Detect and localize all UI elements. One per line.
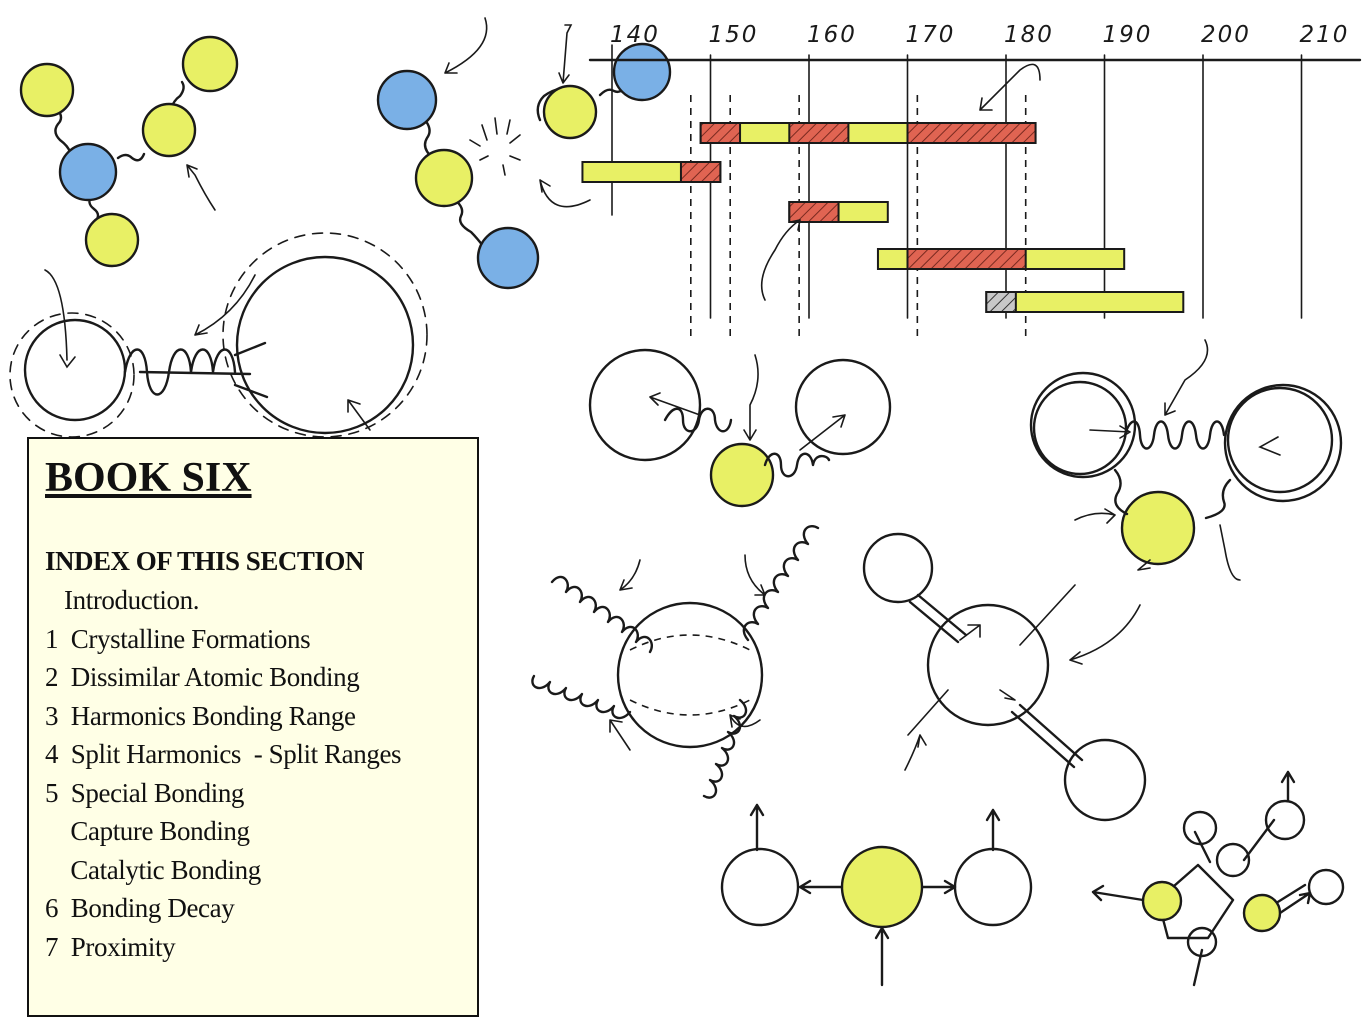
chart-tick-label: 170 — [906, 22, 956, 48]
index-item-special-bonding[interactable]: 5 Special Bonding — [45, 777, 245, 808]
chart-bar-overlap — [906, 248, 1027, 270]
molecule-chain-top-middle — [376, 17, 672, 290]
index-item-crystalline-formations[interactable]: 1 Crystalline Formations — [45, 623, 311, 654]
atom-lime — [1141, 880, 1183, 922]
atom-lime — [840, 845, 924, 929]
chart-tick-label: 160 — [807, 22, 857, 48]
chart-tick-label: 150 — [709, 22, 759, 48]
index-item-split-harmonics[interactable]: 4 Split Harmonics - Split Ranges — [45, 739, 402, 769]
spring-bond-triad-center — [588, 348, 892, 508]
stick-bond-molecule — [862, 532, 1147, 822]
atom-lime — [542, 84, 598, 140]
atom-lime — [709, 442, 775, 508]
index-item-proximity[interactable]: 7 Proximity — [45, 931, 176, 962]
index-item-dissimilar-atomic-bonding[interactable]: 2 Dissimilar Atomic Bonding — [45, 662, 360, 692]
index-item-capture-bonding[interactable]: Capture Bonding — [45, 816, 250, 846]
index-item-catalytic-bonding[interactable]: Catalytic Bonding — [45, 854, 261, 885]
atom-lime — [84, 212, 140, 268]
four-spring-atom — [531, 525, 820, 799]
chart-bar-overlap — [788, 122, 850, 144]
molecule-cluster-top-left — [19, 35, 239, 268]
chart-tick-label: 140 — [610, 22, 660, 48]
chart-tick-label: 190 — [1103, 22, 1153, 48]
index-item-introduction[interactable]: Introduction. — [45, 585, 200, 615]
chart-tick-label: 210 — [1300, 22, 1350, 48]
atom-lime — [414, 148, 474, 208]
chart-bar-overlap — [985, 291, 1017, 313]
index-list: Introduction. 1 Crystalline Formations 2… — [45, 581, 477, 966]
index-item-harmonics-bonding-range[interactable]: 3 Harmonics Bonding Range — [45, 700, 356, 731]
atom-lime — [19, 62, 75, 118]
range-chart: 140 150 160 170 180 190 200 210 — [581, 22, 1362, 340]
chart-tick-label: 200 — [1201, 22, 1251, 48]
atom-blue — [376, 69, 438, 131]
index-heading: INDEX OF THIS SECTION — [45, 546, 364, 576]
chart-tick-labels: 140 150 160 170 180 190 200 210 — [610, 22, 1350, 48]
atom-blue — [476, 226, 540, 290]
ring-molecule — [1091, 770, 1345, 987]
chart-bars — [581, 122, 1185, 313]
chart-bar-overlap — [679, 161, 722, 183]
index-item-bonding-decay[interactable]: 6 Bonding Decay — [45, 893, 235, 923]
index-panel: BOOK SIX INDEX OF THIS SECTION Introduct… — [27, 437, 479, 1017]
atom-blue — [612, 42, 672, 102]
atom-lime — [1242, 893, 1282, 933]
chart-bar-overlap — [699, 122, 742, 144]
chart-bar-overlap — [906, 122, 1037, 144]
atom-blue — [58, 142, 118, 202]
spring-pair-sketch — [9, 232, 428, 438]
chart-tick-label: 180 — [1004, 22, 1054, 48]
atom-lime — [1120, 490, 1196, 566]
arrow-bond-row — [720, 803, 1033, 987]
spring-bond-triad-right — [1029, 339, 1343, 581]
atom-lime — [181, 35, 239, 93]
atom-lime — [141, 102, 197, 158]
book-title: BOOK SIX — [45, 455, 252, 501]
chart-bar-overlap — [788, 201, 840, 223]
chart-grid — [611, 44, 1303, 340]
